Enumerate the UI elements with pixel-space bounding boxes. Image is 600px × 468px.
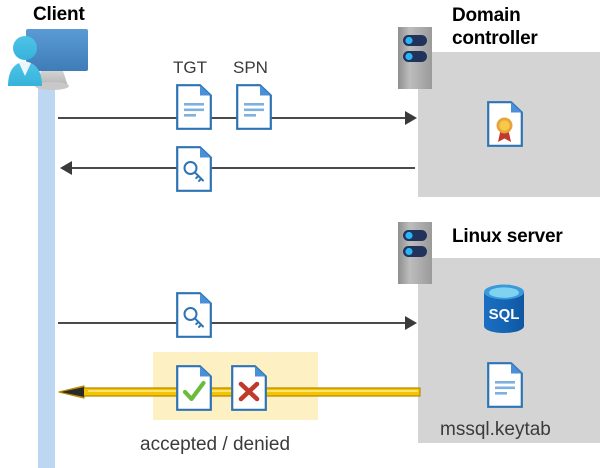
domain-controller-title: Domain controller <box>452 5 538 49</box>
tgt-label: TGT <box>173 58 207 77</box>
message-line-present-service-ticket <box>58 322 415 324</box>
document-check-icon <box>176 365 212 411</box>
svg-text:SQL: SQL <box>489 306 520 323</box>
document-cross-icon <box>231 365 267 411</box>
spn-label: SPN <box>233 58 268 77</box>
message-line-issue-service-ticket <box>72 167 415 169</box>
keytab-label: mssql.keytab <box>440 419 551 440</box>
tgt-document-icon <box>176 84 212 130</box>
linux-server-rack-icon <box>398 222 432 284</box>
spn-document-icon <box>236 84 272 130</box>
key-document-icon-ticket <box>176 146 212 192</box>
key-document-icon-presented <box>176 292 212 338</box>
client-lifeline <box>38 74 55 468</box>
sql-database-icon: SQL <box>481 283 527 335</box>
accepted-denied-label: accepted / denied <box>140 434 291 455</box>
linux-server-title: Linux server <box>452 226 563 247</box>
domain-controller-server-rack-icon <box>398 27 432 89</box>
message-arrowhead-issue-service-ticket <box>60 161 72 175</box>
keytab-document-icon <box>487 362 523 408</box>
certificate-document-icon <box>487 101 523 147</box>
message-arrowhead-present-service-ticket <box>405 316 417 330</box>
client-title: Client <box>33 4 85 25</box>
message-arrowhead-request-tgt-spn <box>405 111 417 125</box>
client-workstation-icon <box>6 24 96 94</box>
